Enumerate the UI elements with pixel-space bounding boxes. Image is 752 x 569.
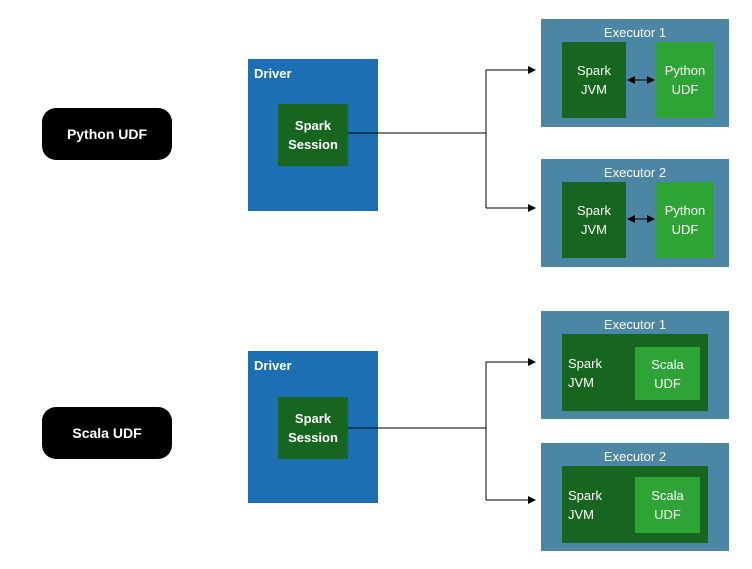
udf-line1: Python [664, 63, 706, 78]
executor-title: Executor 1 [603, 25, 667, 40]
spark-jvm-box: Spark JVM [562, 182, 626, 258]
executor-title: Executor 2 [603, 165, 667, 180]
driver-label: Driver [254, 358, 292, 373]
python-udf-box: Python UDF [656, 42, 714, 118]
spark-jvm-line2: JVM [581, 222, 607, 237]
python-udf-label: Python UDF [42, 108, 172, 160]
spark-jvm-line1: Spark [568, 355, 602, 371]
scala-udf-label: Scala UDF [42, 407, 172, 459]
spark-session-line1: Spark [294, 118, 332, 133]
udf-line1: Python [664, 203, 706, 218]
spark-jvm-box: Spark JVM [562, 42, 626, 118]
python-udf-box: Python UDF [656, 182, 714, 258]
udf-line1: Scala [651, 488, 684, 503]
spark-session-line2: Session [288, 137, 338, 152]
udf-line2: UDF [671, 82, 699, 97]
spark-jvm-line2: JVM [568, 374, 594, 390]
spark-jvm-line2: JVM [581, 82, 607, 97]
udf-line2: UDF [654, 375, 681, 391]
spark-session-box: Spark Session [278, 397, 348, 459]
spark-jvm-line1: Spark [568, 487, 602, 503]
top-connector [348, 66, 655, 223]
executor-title: Executor 1 [603, 317, 667, 332]
udf-line2: UDF [654, 507, 681, 522]
bottom-connector [348, 358, 536, 504]
spark-session-box: Spark Session [278, 104, 348, 166]
executor-title: Executor 2 [603, 449, 667, 464]
scala-udf-box: Scala UDF [635, 477, 700, 533]
udf-line1: Scala [651, 356, 684, 372]
spark-session-line1: Spark [294, 411, 332, 426]
spark-session-line2: Session [288, 430, 338, 445]
spark-jvm-line1: Spark [577, 63, 611, 78]
spark-jvm-line2: JVM [568, 506, 594, 522]
udf-line2: UDF [671, 222, 699, 237]
scala-udf-box: Scala UDF [635, 347, 700, 400]
spark-jvm-line1: Spark [577, 203, 611, 218]
driver-label: Driver [254, 66, 292, 81]
